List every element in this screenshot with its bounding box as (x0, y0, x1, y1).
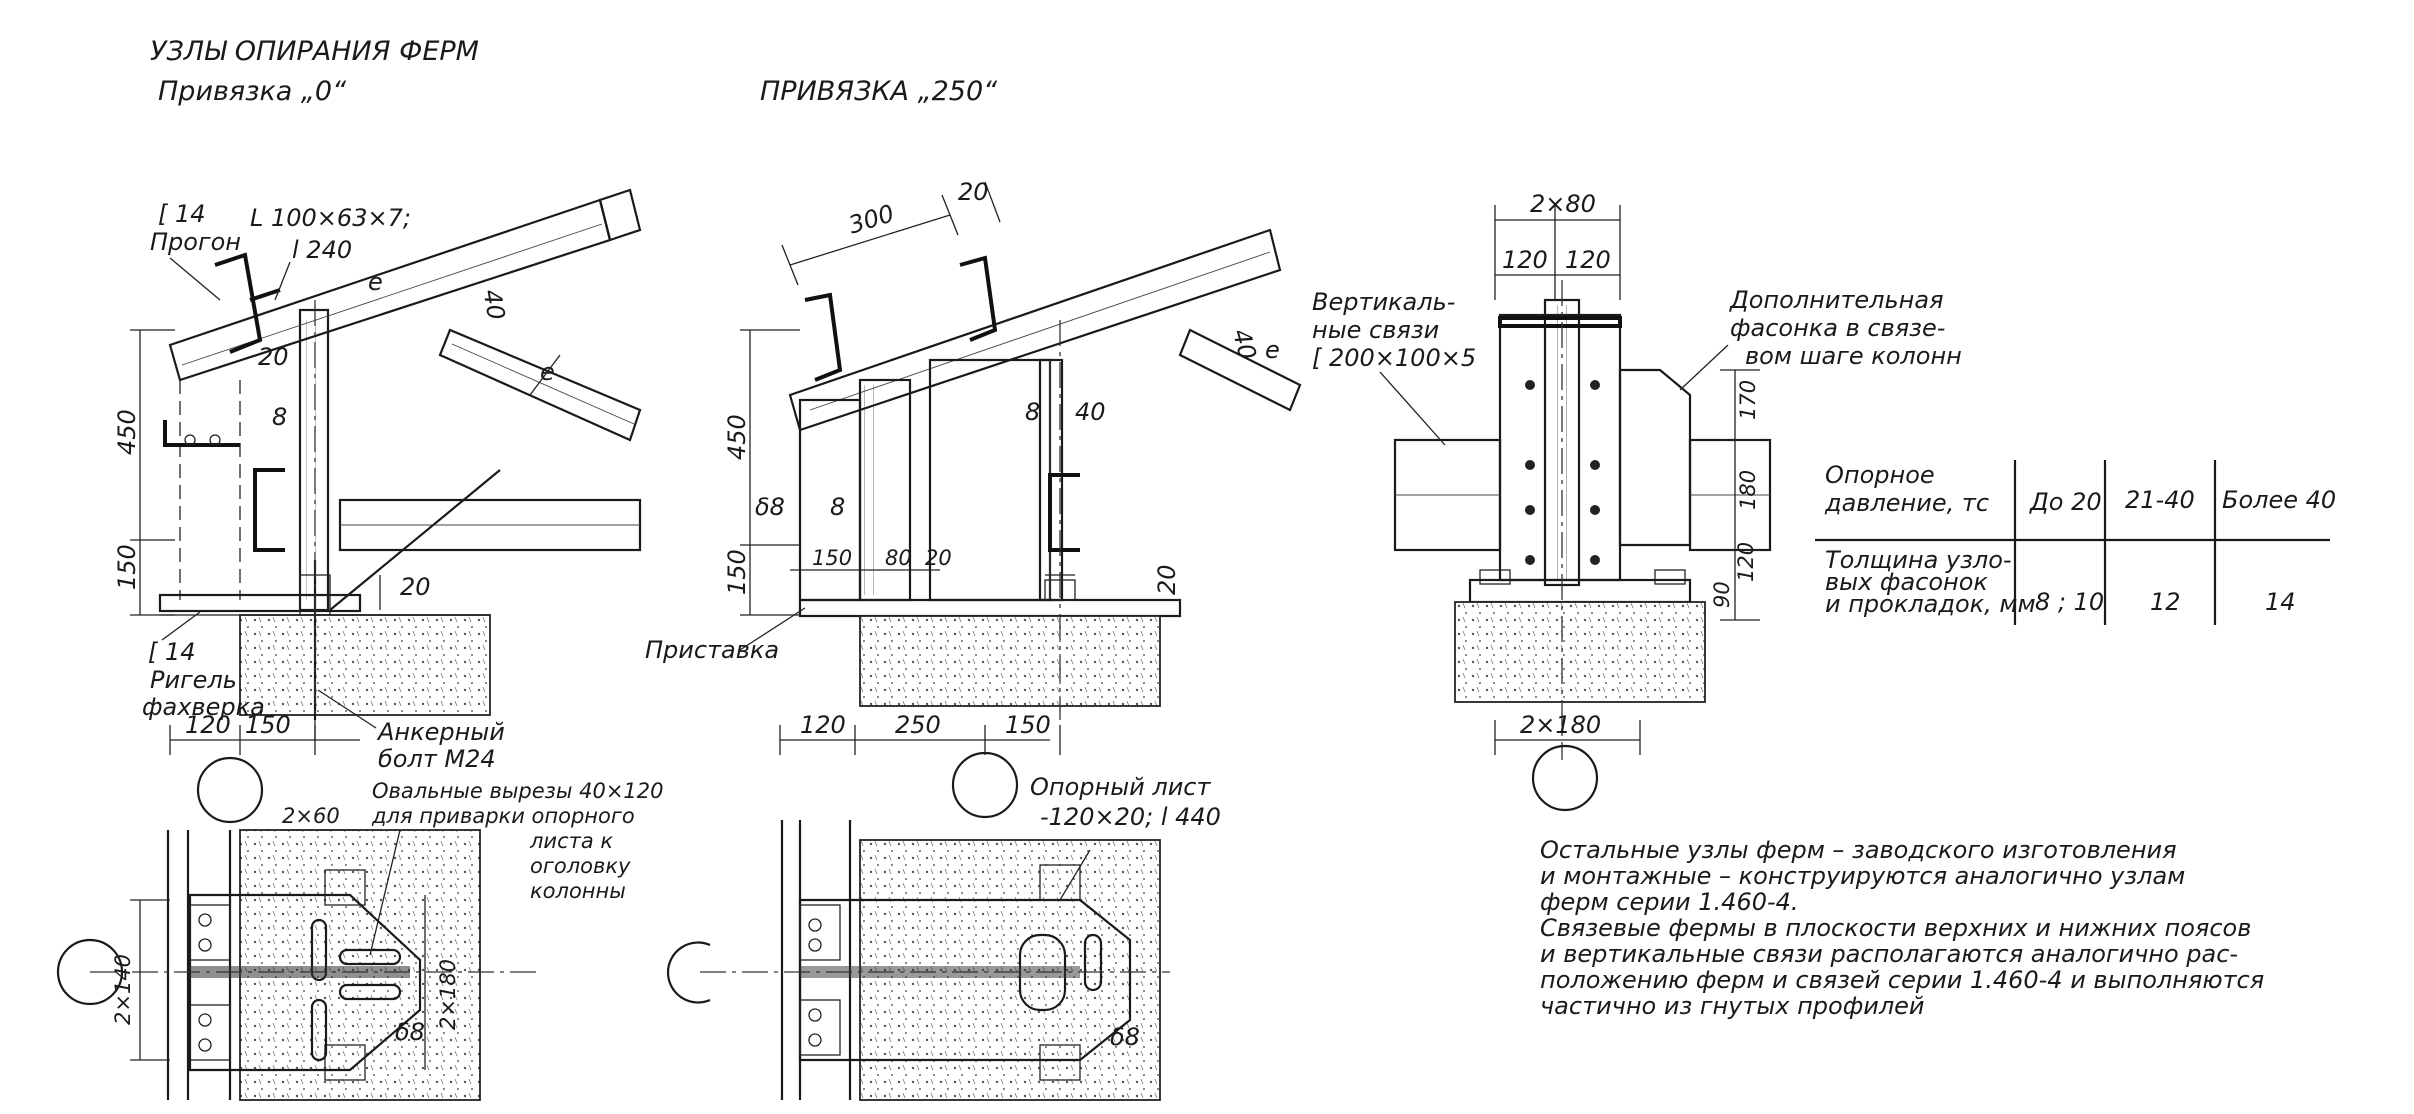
left-angle-label-2: l 240 (292, 236, 352, 264)
table-row2-header-3: и прокладок, мм (1825, 590, 2036, 618)
right-vert-label-2: ные связи (1312, 316, 1439, 344)
middle-dim-d8: δ8 (755, 493, 785, 521)
right-extra-label-1: Дополнительная (1729, 286, 1944, 314)
pressure-table: Опорное давление, тс До 20 21-40 Более 4… (1815, 460, 2336, 625)
left-oval-note-4: оголовку (530, 854, 631, 878)
middle-node-elevation: 300 20 450 150 δ8 8 8 40 40 (645, 178, 1302, 831)
left-angle-label-1: L 100×63×7; (250, 204, 411, 232)
right-dim-2x80: 2×80 (1530, 190, 1596, 218)
left-section-marker (196, 756, 264, 824)
left-dim-450: 450 (113, 409, 141, 455)
left-plan-dim-d8: δ8 (395, 1018, 425, 1046)
left-dim-20a: 20 (258, 343, 289, 371)
right-dim-170: 170 (1736, 380, 1760, 420)
left-anchor-label-1: Анкерный (376, 718, 505, 746)
left-plan-dim-2x180: 2×180 (436, 959, 460, 1030)
note-line-7: частично из гнутых профилей (1540, 992, 1925, 1020)
middle-mark-e: e (1265, 336, 1280, 364)
left-dim-20b: 20 (400, 573, 431, 601)
middle-dim-450: 450 (723, 414, 751, 460)
right-extra-label-2: фасонка в связе- (1730, 314, 1945, 342)
left-plan-section-marker (56, 938, 124, 1006)
table-col-1: До 20 (2029, 488, 2102, 516)
note-line-4: Связевые фермы в плоскости верхних и ниж… (1540, 914, 2251, 942)
left-dim-40: 40 (477, 287, 510, 322)
middle-dim-20: 20 (958, 178, 989, 206)
left-node-elevation: 450 150 120 150 20 8 40 e e 20 [ 14 Прог… (113, 188, 642, 824)
table-row2-header-1: Толщина узло- (1825, 546, 2012, 574)
left-rigel-label-3: фахверка (142, 693, 265, 721)
left-plan-dim-2x140: 2×140 (111, 954, 135, 1025)
left-plan-dim-2x60: 2×60 (282, 804, 340, 828)
middle-dim-250: 250 (895, 711, 941, 739)
right-vert-label-1: Вертикаль- (1312, 288, 1455, 316)
middle-plate-label-2: -120×20; l 440 (1040, 803, 1221, 831)
left-dim-150: 150 (113, 544, 141, 590)
note-line-6: положению ферм и связей серии 1.460-4 и … (1540, 966, 2264, 994)
title-line-1: УЗЛЫ ОПИРАНИЯ ФЕРМ (150, 36, 479, 67)
middle-dim-150b: 150 (812, 546, 852, 570)
right-dim-120a: 120 (1502, 246, 1548, 274)
left-oval-note-1: Овальные вырезы 40×120 (372, 779, 664, 803)
note-line-5: и вертикальные связи располагаются анало… (1540, 940, 2238, 968)
table-row1-header-2: давление, тс (1824, 489, 1989, 517)
middle-section-marker (951, 751, 1019, 819)
left-oval-note-5: колонны (530, 879, 626, 903)
middle-pristavka: Приставка (645, 636, 779, 664)
left-oval-note-3: листа к (529, 829, 613, 853)
table-val-3: 14 (2265, 588, 2296, 616)
left-purlin-label-2: Прогон (150, 228, 241, 256)
middle-dim-120: 120 (800, 711, 846, 739)
middle-dim-150: 150 (723, 549, 751, 595)
middle-node-plan: δ8 (666, 820, 1170, 1101)
middle-dim-40b: 40 (1227, 326, 1262, 363)
left-purlin-label-1: [ 14 (158, 200, 206, 228)
middle-dim-150c: 150 (1005, 711, 1051, 739)
middle-dim-80: 80 (885, 546, 912, 570)
left-mark-e1: e (368, 268, 383, 296)
table-val-1: 8 ; 10 (2035, 588, 2104, 616)
note-line-2: и монтажные – конструируются аналогично … (1540, 862, 2185, 890)
left-oval-note-2: для приварки опорного (371, 804, 635, 828)
middle-dim-20b: 20 (925, 546, 952, 570)
middle-plate-label-1: Опорный лист (1030, 773, 1212, 801)
left-rigel-label-1: [ 14 (148, 638, 196, 666)
middle-plan-dim-d8: δ8 (1110, 1023, 1140, 1051)
right-vert-label-3: [ 200×100×5 (1312, 344, 1476, 372)
note-line-3: ферм серии 1.460-4. (1540, 888, 1799, 916)
left-dim-150b: 150 (245, 711, 291, 739)
right-dim-120c: 120 (1734, 542, 1758, 582)
table-val-2: 12 (2150, 588, 2181, 616)
right-dim-90: 90 (1710, 581, 1734, 608)
right-node-elevation: 2×80 120 120 170 180 120 90 (1312, 190, 1962, 812)
left-dim-8: 8 (272, 403, 287, 431)
right-dim-180: 180 (1736, 470, 1760, 510)
right-section-marker (1531, 744, 1599, 812)
left-anchor-label-2: болт М24 (378, 745, 496, 773)
right-extra-label-3: вом шаге колонн (1745, 342, 1962, 370)
title-block: УЗЛЫ ОПИРАНИЯ ФЕРМ Привязка „0“ ПРИВЯЗКА… (150, 36, 998, 107)
table-col-2: 21-40 (2125, 486, 2195, 514)
table-col-3: Более 40 (2222, 486, 2336, 514)
right-dim-120b: 120 (1565, 246, 1611, 274)
title-line-2: Привязка „0“ (158, 76, 347, 107)
middle-dim-20c: 20 (1153, 564, 1181, 595)
right-dim-2x180: 2×180 (1520, 711, 1601, 739)
left-dim-120: 120 (185, 711, 231, 739)
left-rigel-label-2: Ригель (150, 666, 237, 694)
middle-dim-40a: 40 (1075, 398, 1106, 426)
left-node-plan: 2×140 2×180 2×60 δ8 Овальные вырезы 40×1… (56, 779, 664, 1101)
middle-dim-8a: 8 (830, 493, 845, 521)
table-row2-header-2: вых фасонок (1825, 568, 1988, 596)
note-line-1: Остальные узлы ферм – заводского изготов… (1540, 836, 2177, 864)
notes-block: Остальные узлы ферм – заводского изготов… (1540, 836, 2264, 1020)
title-right: ПРИВЯЗКА „250“ (760, 76, 998, 107)
table-row1-header-1: Опорное (1825, 461, 1935, 489)
middle-dim-8b: 8 (1025, 398, 1040, 426)
